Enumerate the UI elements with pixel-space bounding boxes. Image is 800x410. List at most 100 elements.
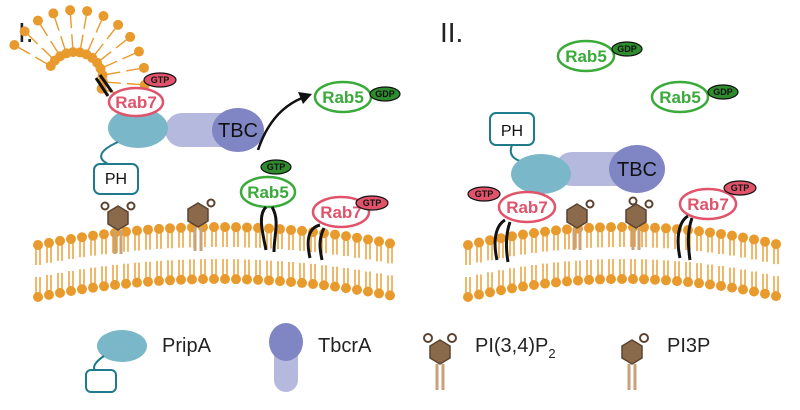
lipid-tail [718, 265, 724, 282]
gap-activity-arrow [256, 96, 303, 151]
lipid-head [485, 287, 495, 298]
gap-activity-arrowhead [298, 92, 312, 104]
lipid-tail [299, 262, 305, 279]
lipid-head [319, 280, 329, 291]
lipid-tail [465, 249, 471, 265]
rab7-lipid-anchor-panel-one [306, 223, 326, 261]
pi34p2-lipid-panel-two-a [566, 199, 595, 250]
lipid-tail [46, 246, 52, 263]
lipid-tail [696, 235, 702, 252]
lipid-head [88, 230, 98, 241]
lipid-tail [487, 244, 493, 261]
tbc-label-panel-two: TBC [617, 159, 657, 181]
legend-pi34p2-label: PI(3,4)P2 [475, 335, 556, 361]
lipid-head [88, 282, 98, 293]
lipid-head [760, 288, 770, 299]
gtp-badge-rab5-panel-one [260, 159, 292, 175]
lipid-head [507, 231, 517, 242]
lipid-head [650, 222, 660, 233]
lipid-tail [498, 270, 504, 287]
legend-pripa-label: PripA [162, 335, 212, 357]
lipid-head [463, 292, 473, 302]
lipid-head [154, 275, 164, 286]
lipid-tail [641, 231, 647, 248]
lipid-tail [57, 244, 63, 261]
lipid-head [540, 226, 550, 237]
lipid-tail [553, 262, 559, 279]
tbc-head-panel-two [609, 145, 665, 193]
lipid-head [341, 231, 351, 242]
rab7-lipid-anchor-left-panel-two [493, 218, 512, 263]
ph-linker-panel-one [100, 141, 119, 165]
lipid-tail [740, 241, 746, 258]
lipid-head [44, 289, 54, 300]
lipid-tail [145, 261, 151, 278]
lipid-head [595, 274, 605, 285]
lipid-tail [520, 238, 526, 255]
lipid-tail [310, 264, 316, 281]
lipid-head [551, 277, 561, 288]
lipid-tail [189, 259, 195, 276]
lipid-tail [332, 238, 338, 255]
vesicle-lipid-head [138, 62, 149, 73]
lipid-head [341, 283, 351, 294]
lipid-head [529, 227, 539, 238]
legend-pripa-ph-icon [85, 369, 117, 393]
lipid-tail [586, 231, 592, 248]
gdp-badge-released-panel-one [369, 86, 401, 102]
lipid-tail [762, 245, 768, 262]
vesicle-lipid-head [19, 26, 30, 37]
lipid-head [198, 274, 208, 285]
lipid-head [220, 222, 230, 233]
pi34p2-lipid-panel-one [100, 201, 136, 254]
lipid-head [286, 276, 296, 287]
lipid-tail [189, 231, 195, 248]
lipid-tail [641, 259, 647, 276]
lipid-tail [663, 260, 669, 277]
gtp-label-panel-one-vesicle: GTP [151, 75, 170, 85]
rab7-membrane-panel-one [311, 195, 371, 229]
rab7-label-panel-one-vesicle: Rab7 [115, 93, 157, 112]
lipid-tail [222, 259, 228, 276]
lipid-tail [255, 259, 261, 276]
lipid-tail [718, 237, 724, 254]
lipid-head [639, 274, 649, 285]
lipid-tail [145, 233, 151, 250]
lipid-tail [387, 275, 393, 292]
rab7-panel-one-vesicle [107, 86, 165, 118]
lipid-tail [321, 237, 327, 254]
lipid-tail [35, 277, 41, 293]
lipid-head [330, 281, 340, 292]
lipid-head [374, 288, 384, 299]
lipid-head [55, 287, 65, 298]
ph-label-panel-two: PH [501, 123, 523, 140]
lipid-head [33, 292, 43, 302]
lipid-tail [101, 266, 107, 283]
lipid-head [694, 226, 704, 237]
lipid-tail [244, 231, 250, 248]
lipid-tail [465, 277, 471, 293]
lipid-head [286, 224, 296, 235]
lipid-tail [233, 259, 239, 276]
lipid-tail [321, 265, 327, 282]
vesicle-lipid-head [32, 15, 43, 26]
lipid-tail [365, 243, 371, 260]
rab5-membrane-panel-one [239, 175, 297, 209]
lipid-head [496, 285, 506, 296]
vesicle-lipid-head [82, 6, 93, 17]
lipid-head [297, 225, 307, 236]
rab5-label-membrane-panel-one: Rab5 [247, 183, 289, 202]
lipid-tail [200, 259, 206, 276]
lipid-head [176, 274, 186, 285]
lipid-head [121, 278, 131, 289]
lipid-tail [630, 259, 636, 276]
lipid-tail [652, 231, 658, 248]
lipid-head [209, 222, 219, 233]
lipid-head [264, 275, 274, 286]
lipid-head [209, 274, 219, 285]
lipid-head [143, 224, 153, 235]
tbc-head-panel-one [212, 108, 264, 152]
lipid-tail [597, 259, 603, 276]
lipid-tail [46, 274, 52, 291]
